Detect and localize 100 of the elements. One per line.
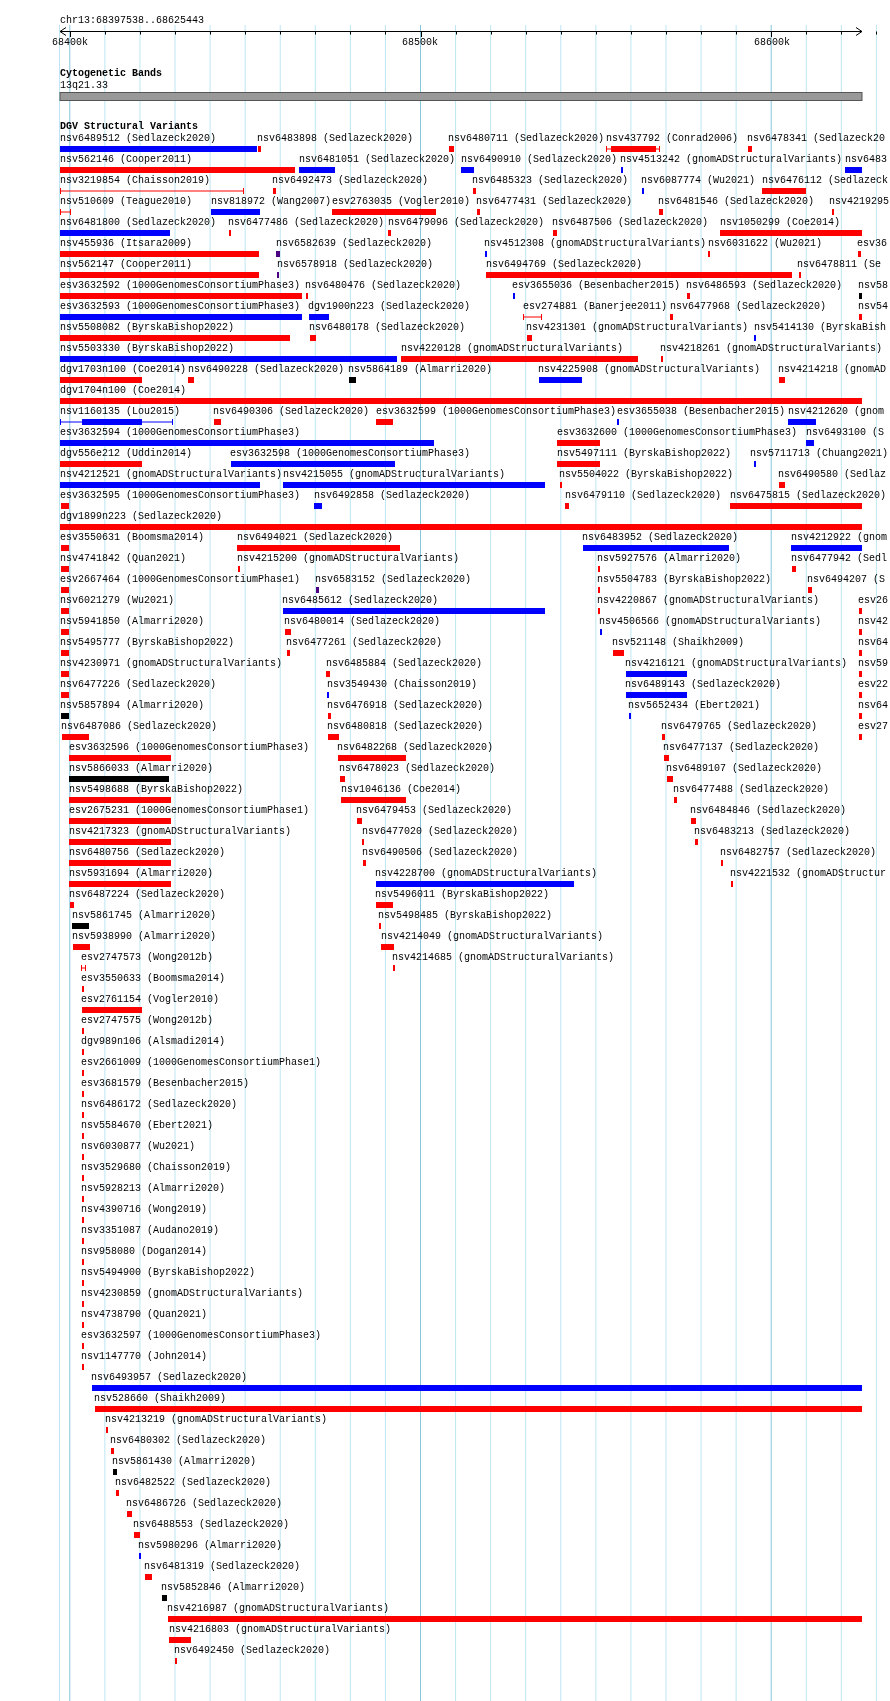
variant-label: esv2675231 (1000GenomesConsortiumPhase1) [69, 805, 310, 817]
variant-label: nsv4217323 (gnomADStructuralVariants) [69, 826, 292, 838]
variant-label: nsv6087774 (Wu2021) [641, 175, 756, 187]
variant-label: nsv5861430 (Almarri2020) [112, 1456, 257, 1468]
variant-label: nsv6485323 (Sedlazeck2020) [472, 175, 629, 187]
variant-label: nsv3219854 (Chaisson2019) [60, 175, 211, 187]
variant-label: nsv4215055 (gnomADStructuralVariants) [283, 469, 506, 481]
variant-label: nsv6490910 (Sedlazeck2020) [461, 154, 618, 166]
coordinate-label: chr13:68397538..68625443 [60, 15, 205, 27]
variant-label: esv36 [857, 238, 887, 250]
variant-label: nsv6478341 (Sedlazeck20 [747, 133, 886, 145]
variant-label: nsv6482268 (Sedlazeck2020) [337, 742, 494, 754]
variant-label: dgv1899n223 (Sedlazeck2020) [60, 511, 223, 523]
variant-label: nsv6477488 (Sedlazeck2020) [673, 784, 830, 796]
variant-label: nsv510609 (Teague2010) [60, 196, 193, 208]
variant-label: nsv6485612 (Sedlazeck2020) [282, 595, 439, 607]
variant-label: nsv6481051 (Sedlazeck2020) [299, 154, 456, 166]
variant-label: esv3632599 (1000GenomesConsortiumPhase3) [376, 406, 617, 418]
variant-label: nsv6578918 (Sedlazeck2020) [277, 259, 434, 271]
variant-label: nsv455936 (Itsara2009) [60, 238, 193, 250]
variant-label: nsv5496011 (ByrskaBishop2022) [375, 889, 550, 901]
variant-label: nsv5711713 (Chuang2021) [750, 448, 889, 460]
variant-label: esv3632596 (1000GenomesConsortiumPhase3) [69, 742, 310, 754]
variant-label: nsv4214049 (gnomADStructuralVariants) [381, 931, 604, 943]
variant-label: nsv6490306 (Sedlazeck2020) [213, 406, 370, 418]
variant-label: nsv4741842 (Quan2021) [60, 553, 187, 565]
variant-label: esv2761154 (Vogler2010) [81, 994, 220, 1006]
variant-label: nsv6493957 (Sedlazeck2020) [91, 1372, 248, 1384]
scale-label: 68600k [754, 37, 790, 49]
variant-label: nsv6486172 (Sedlazeck2020) [81, 1099, 238, 1111]
variant-label: nsv5852846 (Almarri2020) [161, 1582, 306, 1594]
variant-label: nsv6477942 (Sedl [791, 553, 887, 565]
variant-label: nsv64 [858, 700, 888, 712]
variant-label: esv2747573 (Wong2012b) [81, 952, 214, 964]
variant-label: nsv5497111 (ByrskaBishop2022) [557, 448, 732, 460]
variant-label: nsv6492473 (Sedlazeck2020) [272, 175, 429, 187]
scale-label: 68500k [402, 37, 438, 49]
variant-label: nsv6492858 (Sedlazeck2020) [314, 490, 471, 502]
variant-label: nsv6478811 (Se [797, 259, 881, 271]
variant-label: esv26 [858, 595, 888, 607]
variant-label: nsv4228700 (gnomADStructuralVariants) [375, 868, 598, 880]
variant-label: esv2747575 (Wong2012b) [81, 1015, 214, 1027]
variant-label: nsv6479453 (Sedlazeck2020) [356, 805, 513, 817]
variant-label: nsv1050299 (Coe2014) [720, 217, 841, 229]
variant-label: nsv6488553 (Sedlazeck2020) [133, 1519, 290, 1531]
variant-label: nsv6490580 (Sedlaz [778, 469, 887, 481]
variant-label: nsv5498485 (ByrskaBishop2022) [378, 910, 553, 922]
variant-label: nsv4738790 (Quan2021) [81, 1309, 208, 1321]
band-label: 13q21.33 [60, 80, 108, 92]
variant-label: nsv6482757 (Sedlazeck2020) [720, 847, 877, 859]
variant-label: dgv1703n100 (Coe2014) [60, 364, 187, 376]
variant-label: nsv6477431 (Sedlazeck2020) [476, 196, 633, 208]
variant-label: nsv6482522 (Sedlazeck2020) [115, 1477, 272, 1489]
variant-label: nsv5941850 (Almarri2020) [60, 616, 205, 628]
variant-label: esv3632595 (1000GenomesConsortiumPhase3) [60, 490, 301, 502]
variant-label: nsv6486593 (Sedlazeck2020) [686, 280, 843, 292]
variant-label: nsv5503330 (ByrskaBishop2022) [60, 343, 235, 355]
variant-label: nsv5504022 (ByrskaBishop2022) [559, 469, 734, 481]
variant-label: nsv5931694 (Almarri2020) [69, 868, 214, 880]
variant-label: nsv5652434 (Ebert2021) [628, 700, 761, 712]
variant-label: nsv6492450 (Sedlazeck2020) [174, 1645, 331, 1657]
variant-label: nsv59 [858, 658, 888, 670]
variant-label: nsv6483898 (Sedlazeck2020) [257, 133, 414, 145]
variant-label: nsv6480014 (Sedlazeck2020) [284, 616, 441, 628]
variant-label: esv3655038 (Besenbacher2015) [617, 406, 786, 418]
variant-label: dgv989n106 (Alsmadi2014) [81, 1036, 226, 1048]
variant-label: nsv6481800 (Sedlazeck2020) [60, 217, 217, 229]
variant-label: nsv5980296 (Almarri2020) [138, 1540, 283, 1552]
variant-label: nsv6480711 (Sedlazeck2020) [448, 133, 605, 145]
variant-label: esv2667464 (1000GenomesConsortiumPhase1) [60, 574, 301, 586]
variant-label: esv2661009 (1000GenomesConsortiumPhase1) [81, 1057, 322, 1069]
variant-label: esv274881 (Banerjee2011) [523, 301, 668, 313]
variant-label: nsv4230971 (gnomADStructuralVariants) [60, 658, 283, 670]
variant-label: nsv4220128 (gnomADStructuralVariants) [401, 343, 624, 355]
variant-label: nsv4218261 (gnomADStructuralVariants) [660, 343, 883, 355]
variant-label: nsv6475815 (Sedlazeck2020) [730, 490, 887, 502]
variant-label: nsv562147 (Cooper2011) [60, 259, 193, 271]
variant-label: nsv6489143 (Sedlazeck2020) [625, 679, 782, 691]
variant-label: nsv4216803 (gnomADStructuralVariants) [169, 1624, 392, 1636]
variant-label: nsv437792 (Conrad2006) [606, 133, 739, 145]
variant-label: esv3632598 (1000GenomesConsortiumPhase3) [230, 448, 471, 460]
variant-label: nsv6483 [845, 154, 887, 166]
variant-label: nsv6486726 (Sedlazeck2020) [126, 1498, 283, 1510]
variant-label: nsv5414130 (ByrskaBish [754, 322, 887, 334]
variant-label: nsv5864189 (Almarri2020) [348, 364, 493, 376]
variant-label: nsv5928213 (Almarri2020) [81, 1183, 226, 1195]
variant-label: esv3550633 (Boomsma2014) [81, 973, 226, 985]
variant-label: nsv4212521 (gnomADStructuralVariants) [60, 469, 283, 481]
variant-label: nsv6480302 (Sedlazeck2020) [110, 1435, 267, 1447]
variant-label: nsv818972 (Wang2007) [211, 196, 332, 208]
variant-label: nsv4221532 (gnomADStructur [730, 868, 887, 880]
variant-label: nsv6493100 (S [806, 427, 884, 439]
variant-label: nsv4219295 [829, 196, 889, 208]
variant-label: esv22 [858, 679, 888, 691]
variant-label: nsv6479096 (Sedlazeck2020) [388, 217, 545, 229]
variant-label: nsv6021279 (Wu2021) [60, 595, 175, 607]
variant-label: nsv562146 (Cooper2011) [60, 154, 193, 166]
variant-label: nsv5494900 (ByrskaBishop2022) [81, 1267, 256, 1279]
variant-label: dgv556e212 (Uddin2014) [60, 448, 193, 460]
variant-label: nsv6483213 (Sedlazeck2020) [694, 826, 851, 838]
